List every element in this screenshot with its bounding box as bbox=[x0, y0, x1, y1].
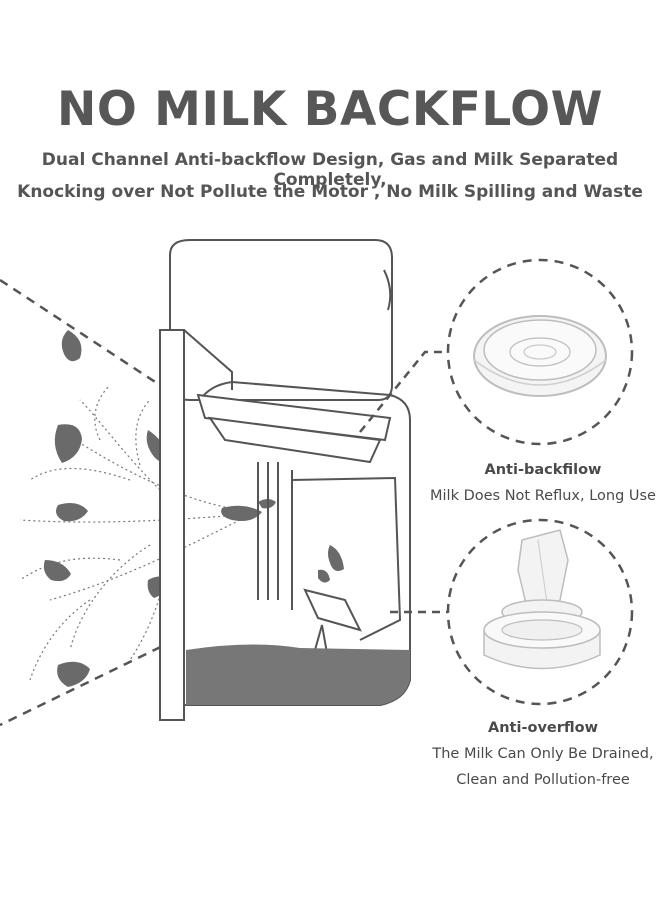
feature-anti-backflow-description: Milk Does Not Reflux, Long Use bbox=[430, 488, 656, 504]
feature-anti-overflow-description-2: Clean and Pollution-free bbox=[456, 772, 630, 788]
feature-anti-overflow-description-1: The Milk Can Only Be Drained, bbox=[432, 746, 654, 762]
silicone-diaphragm-icon bbox=[473, 315, 607, 397]
feature-circle-bottom bbox=[446, 518, 634, 706]
milk-duct-lines bbox=[19, 384, 241, 681]
milk-level bbox=[186, 644, 410, 705]
feature-anti-overflow-title: Anti-overflow bbox=[488, 720, 598, 736]
feature-circle-top bbox=[446, 258, 634, 446]
breast-outline-dashed bbox=[0, 278, 176, 727]
leader-line-top bbox=[359, 350, 448, 433]
subtitle-line-2: Knocking over Not Pollute the Motor , No… bbox=[17, 182, 643, 202]
duckbill-valve-icon bbox=[483, 529, 601, 670]
feature-anti-backflow-title: Anti-backfilow bbox=[484, 462, 602, 478]
subtitle-line-1: Dual Channel Anti-backflow Design, Gas a… bbox=[41, 150, 619, 190]
page-title: NO MILK BACKFLOW bbox=[57, 82, 603, 137]
pump-body bbox=[159, 239, 411, 721]
